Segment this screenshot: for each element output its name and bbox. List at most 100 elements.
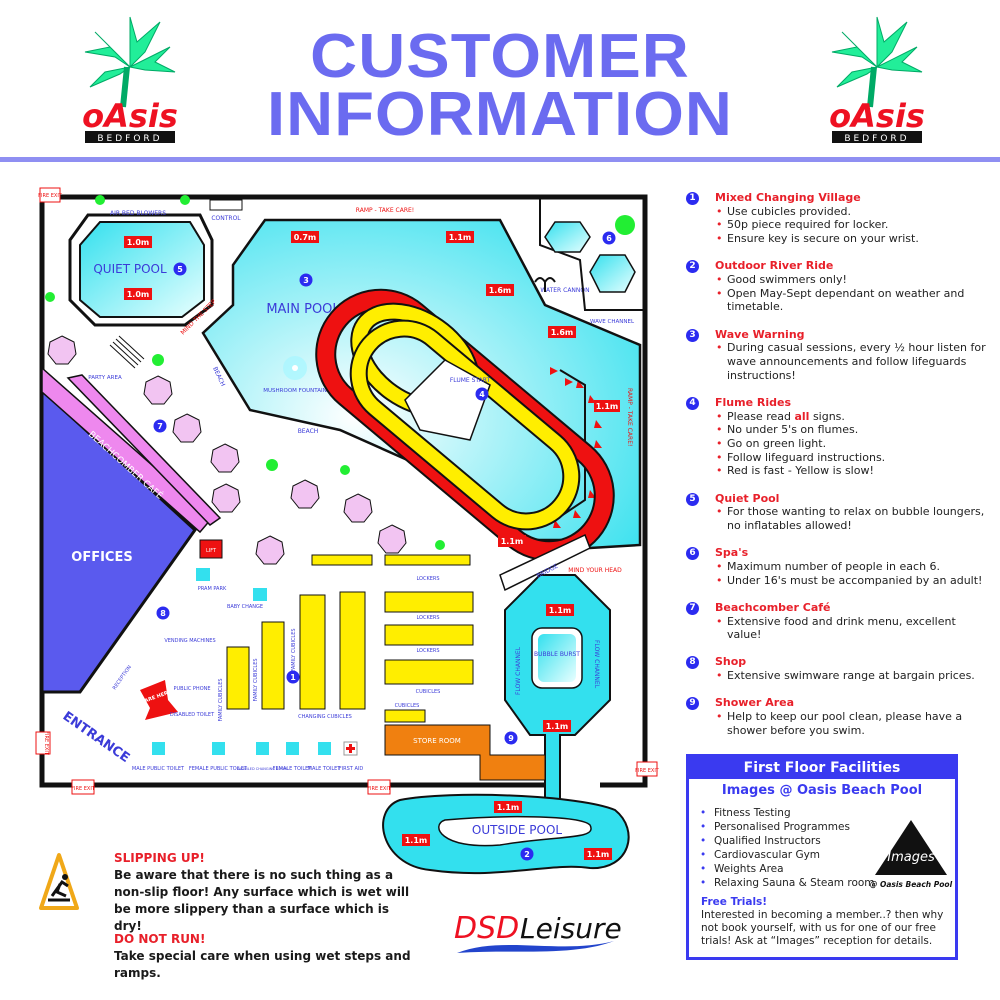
svg-text:PUBLIC PHONE: PUBLIC PHONE	[173, 686, 210, 692]
oasis-logo-right: oAsis BEDFORD	[829, 16, 925, 144]
quiet-pool: QUIET POOL AIR BED BLOWERS	[68, 210, 214, 327]
marker-1: 1	[286, 670, 300, 684]
lift: LIFT	[199, 539, 223, 559]
svg-text:1.0m: 1.0m	[127, 238, 150, 247]
svg-text:OUTSIDE POOL: OUTSIDE POOL	[472, 823, 562, 837]
svg-text:MUSHROOM FOUNTAIN: MUSHROOM FOUNTAIN	[263, 388, 326, 394]
svg-text:FEMALE TOILET: FEMALE TOILET	[273, 766, 313, 772]
svg-text:1.1m: 1.1m	[596, 402, 619, 411]
svg-text:1.1m: 1.1m	[501, 537, 524, 546]
svg-text:RECEPTION: RECEPTION	[112, 664, 133, 691]
svg-text:MALE TOILET: MALE TOILET	[308, 766, 342, 772]
svg-text:AIR BED BLOWERS: AIR BED BLOWERS	[110, 210, 166, 217]
svg-text:6: 6	[606, 234, 612, 243]
flow-channel: BUBBLE BURST FLOW CHANNEL FLOW CHANNEL B…	[499, 533, 622, 801]
svg-text:DISABLED TOILET: DISABLED TOILET	[170, 712, 215, 718]
slipping-up-warning: SLIPPING UP!Be aware that there is no su…	[114, 851, 410, 933]
svg-text:1: 1	[290, 673, 296, 682]
images-logo: Images @ Oasis Beach Pool	[870, 820, 953, 889]
svg-text:1.6m: 1.6m	[489, 286, 512, 295]
depth-marker: 1.0m	[124, 236, 152, 248]
first-floor-facilities-box: First Floor Facilities Images @ Oasis Be…	[686, 754, 958, 960]
svg-text:oAsis: oAsis	[82, 97, 178, 135]
svg-text:FLOW CHANNEL: FLOW CHANNEL	[593, 640, 600, 689]
svg-text:1.1m: 1.1m	[405, 836, 428, 845]
info-item-shop: 8ShopExtensive swimware range at bargain…	[686, 655, 986, 683]
svg-text:LOCKERS: LOCKERS	[416, 615, 439, 621]
toilets: MALE PUBLIC TOILET FEMALE PUBLIC TOILET …	[132, 741, 364, 772]
svg-text:2: 2	[524, 850, 530, 859]
svg-text:CHANGING CUBICLES: CHANGING CUBICLES	[298, 714, 352, 720]
svg-text:1.1m: 1.1m	[587, 850, 610, 859]
svg-text:5: 5	[177, 265, 183, 274]
svg-text:FIRST AID: FIRST AID	[339, 766, 364, 772]
svg-text:OFFICES: OFFICES	[71, 550, 132, 565]
svg-text:MALE PUBLIC TOILET: MALE PUBLIC TOILET	[132, 766, 185, 772]
svg-text:FAMILY CUBICLES: FAMILY CUBICLES	[291, 628, 297, 671]
svg-text:WAVE CHANNEL: WAVE CHANNEL	[590, 319, 635, 325]
svg-text:BEDFORD: BEDFORD	[844, 134, 909, 144]
svg-text:MIND YOUR HEAD: MIND YOUR HEAD	[568, 567, 622, 574]
flumes: FLUME START	[315, 288, 615, 562]
depth-marker: 1.1m	[402, 834, 430, 846]
svg-text:CONTROL: CONTROL	[211, 215, 241, 222]
svg-text:BABY CHANGE: BABY CHANGE	[227, 604, 263, 610]
svg-text:BEDFORD: BEDFORD	[97, 134, 162, 144]
page-title-line2: INFORMATION	[266, 80, 733, 149]
depth-marker: 1.0m	[124, 288, 152, 300]
svg-text:FEMALE PUBLIC TOILET: FEMALE PUBLIC TOILET	[189, 766, 248, 772]
depth-marker: 1.6m	[548, 326, 576, 338]
svg-text:7: 7	[157, 422, 163, 431]
fire-exits: FIRE EXIT FIRE EXIT FIRE EXIT FIRE EXIT …	[35, 187, 660, 795]
svg-text:LOCKERS: LOCKERS	[416, 576, 439, 582]
marker-2: 2	[520, 847, 534, 861]
dsd-leisure-logo: DSD Leisure	[454, 911, 622, 953]
marker-4: 4	[475, 387, 489, 401]
depth-marker: 1.6m	[486, 284, 514, 296]
marker-5: 5	[173, 262, 187, 276]
svg-text:FLOW CHANNEL: FLOW CHANNEL	[515, 646, 522, 695]
svg-text:1.1m: 1.1m	[449, 233, 472, 242]
svg-text:3: 3	[303, 276, 309, 285]
slippery-floor-warning-icon	[39, 853, 79, 910]
svg-text:RAMP - TAKE CARE!: RAMP - TAKE CARE!	[356, 207, 414, 214]
svg-text:Leisure: Leisure	[520, 912, 622, 945]
first-floor-subheading: Images @ Oasis Beach Pool	[721, 783, 923, 798]
svg-text:1.1m: 1.1m	[546, 722, 569, 731]
svg-text:FAMILY CUBICLES: FAMILY CUBICLES	[253, 658, 259, 701]
plants	[45, 195, 445, 550]
page-title-line1: CUSTOMER	[310, 22, 690, 91]
store-room: STORE ROOM	[384, 724, 546, 781]
svg-text:FIRE EXIT: FIRE EXIT	[38, 193, 63, 199]
svg-text:FLUME START: FLUME START	[450, 377, 491, 384]
first-floor-list: Fitness TestingPersonalised ProgrammesQu…	[699, 806, 955, 890]
umbrellas	[47, 335, 407, 565]
svg-text:BUBBLE BURST: BUBBLE BURST	[534, 651, 580, 658]
marker-8: 8	[156, 606, 170, 620]
svg-text:MAIN POOL: MAIN POOL	[266, 302, 340, 317]
outside-pool: OUTSIDE POOL	[382, 793, 630, 875]
changing-village	[226, 554, 474, 723]
svg-text:0.7m: 0.7m	[294, 233, 317, 242]
free-trials: Free Trials!Interested in becoming a mem…	[701, 896, 944, 947]
svg-text:@ Oasis Beach Pool: @ Oasis Beach Pool	[870, 880, 953, 889]
header-divider	[0, 157, 1000, 162]
number-markers: 1 2 3 4 5 6 7 8 9	[153, 231, 616, 861]
svg-text:FIRE EXIT: FIRE EXIT	[71, 786, 96, 792]
depth-marker: 1.1m	[546, 604, 574, 616]
svg-text:QUIET POOL: QUIET POOL	[93, 262, 167, 276]
svg-text:1.1m: 1.1m	[549, 606, 572, 615]
svg-text:Images: Images	[887, 850, 935, 865]
svg-text:FIRE EXIT: FIRE EXIT	[43, 731, 49, 756]
depth-marker: 1.1m	[446, 231, 474, 243]
spas	[539, 197, 645, 311]
marker-3: 3	[299, 273, 313, 287]
do-not-run-warning: DO NOT RUN!Take special care when using …	[114, 932, 411, 980]
svg-text:4: 4	[479, 390, 485, 399]
